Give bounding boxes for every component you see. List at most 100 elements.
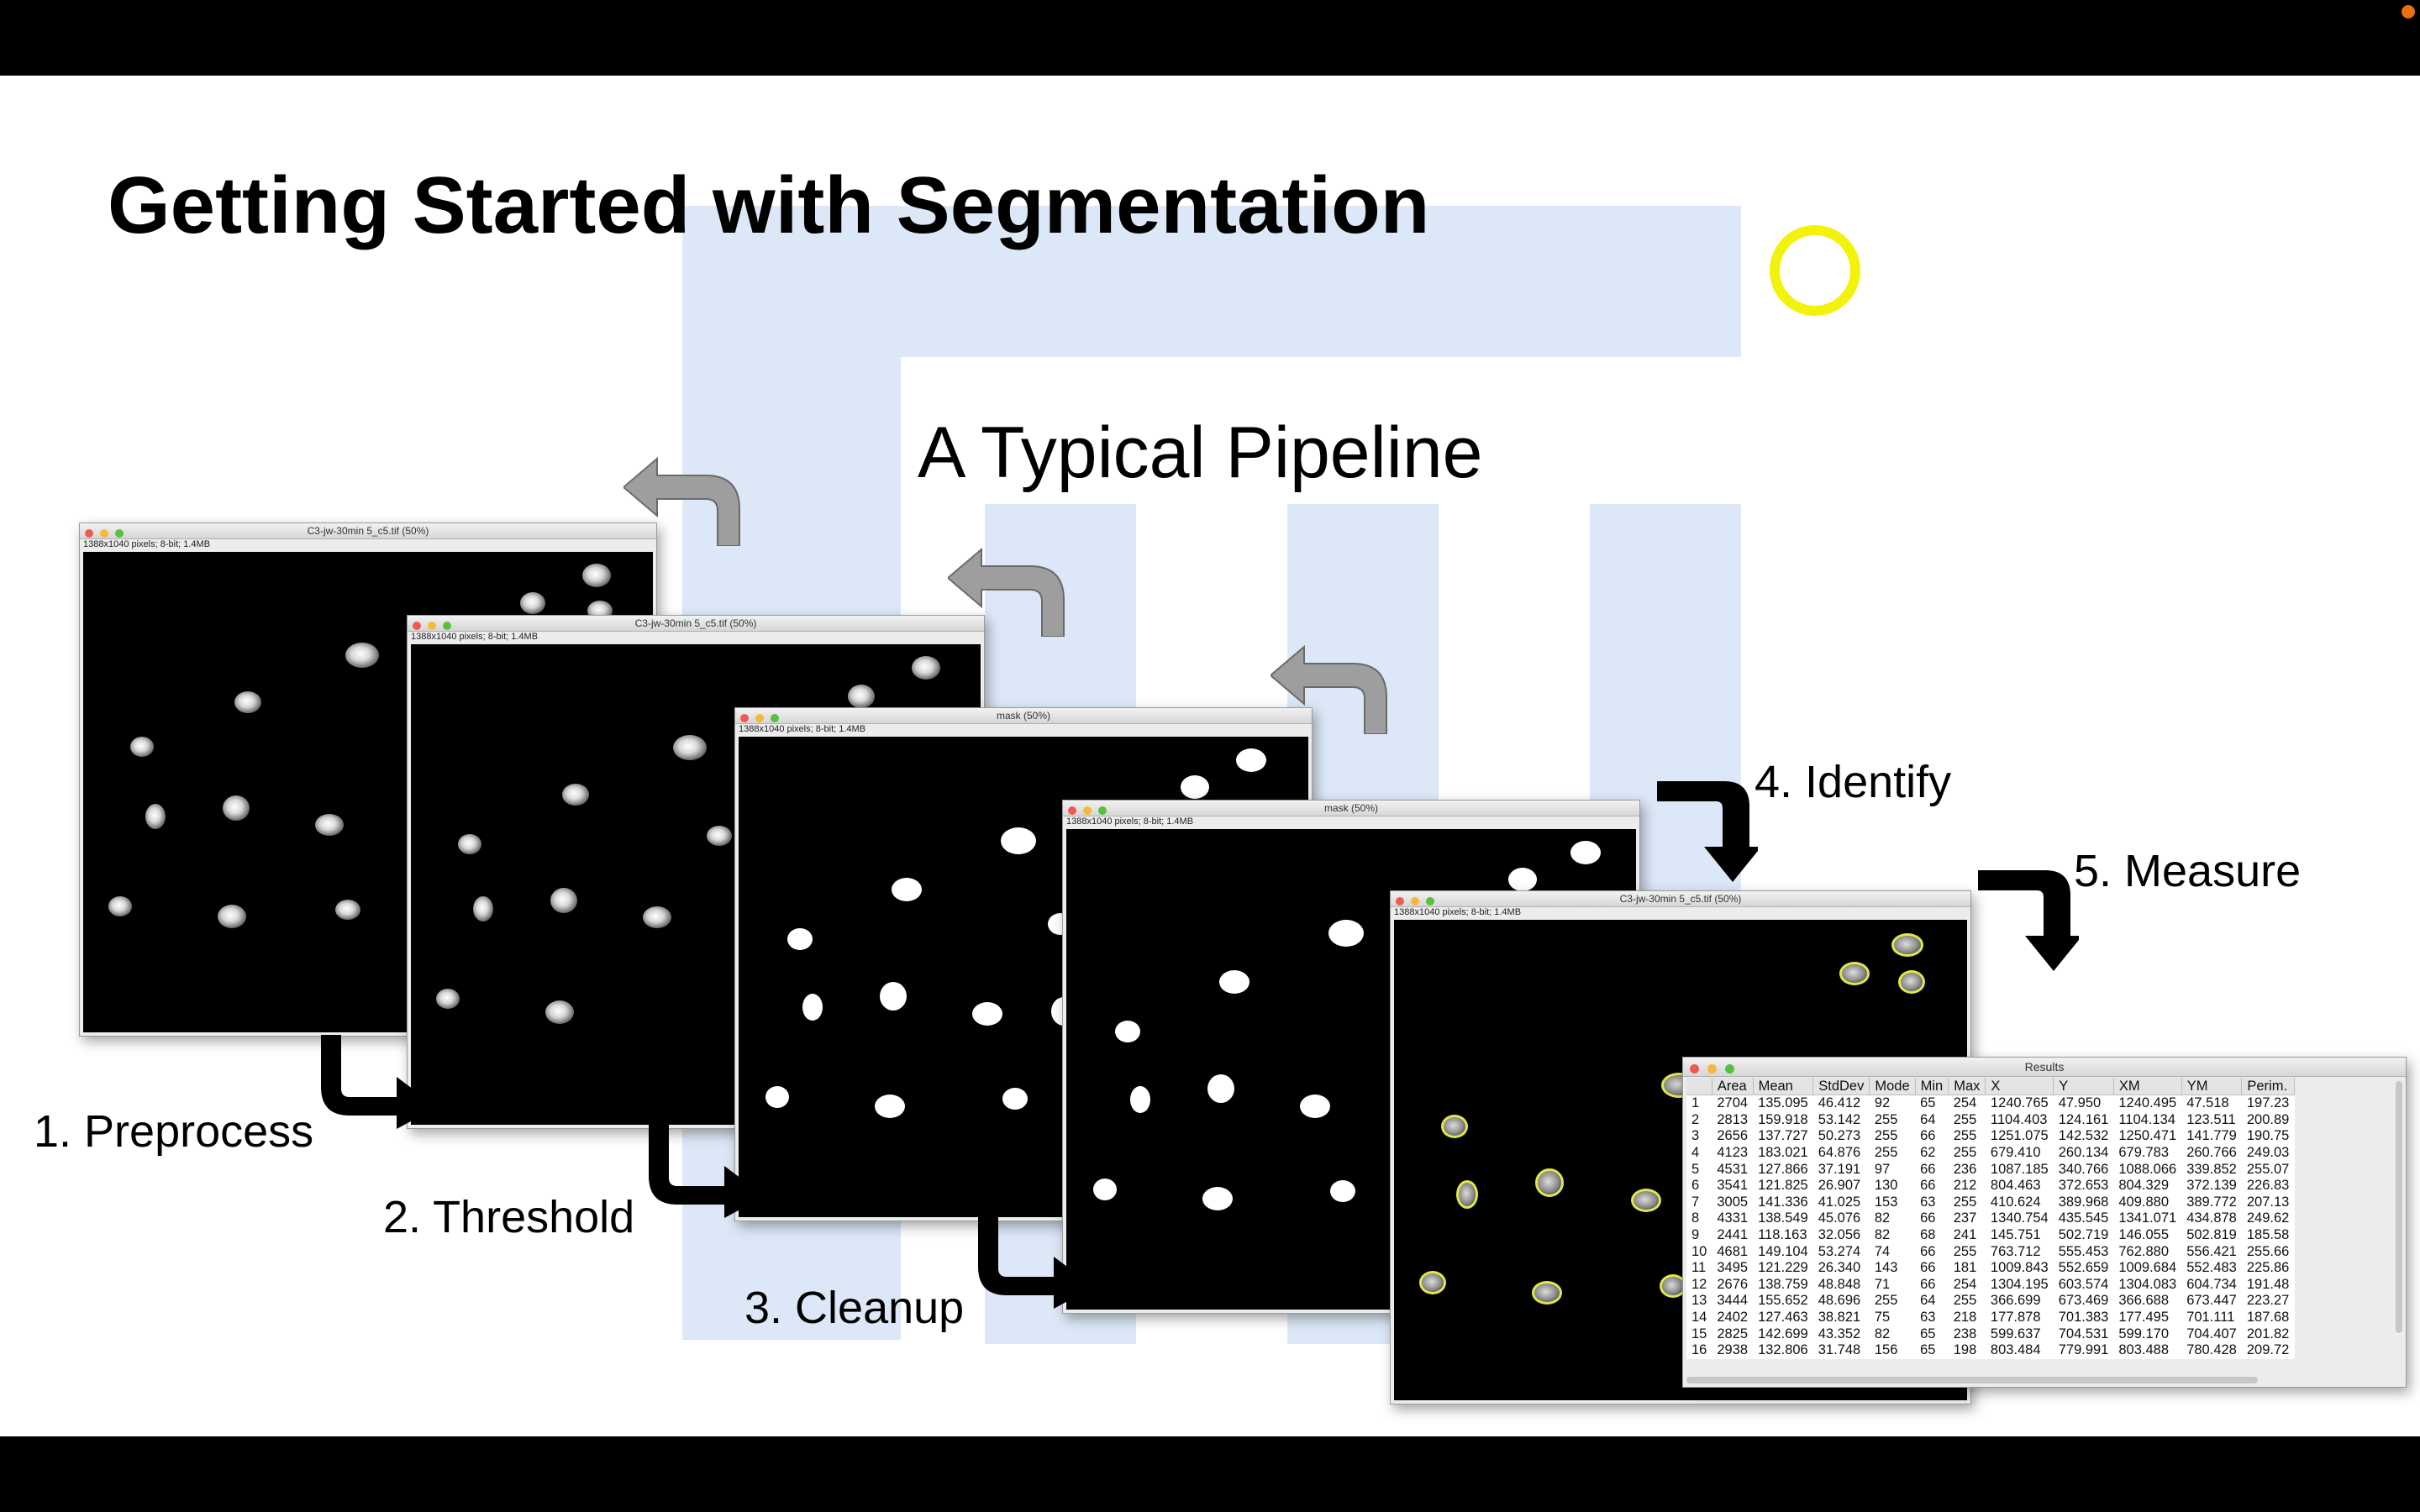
table-cell: 187.68 <box>2246 1310 2290 1326</box>
table-cell: 603.574 <box>2058 1276 2109 1292</box>
window-controls[interactable] <box>1690 1063 1743 1078</box>
slide-title: Getting Started with Segmentation <box>108 160 1430 250</box>
table-cell: 2813 <box>1717 1111 1749 1127</box>
table-cell: 255 <box>1953 1128 1977 1144</box>
column-header[interactable]: XM <box>2113 1078 2182 1095</box>
window-controls[interactable] <box>1068 804 1113 815</box>
table-cell: 177.495 <box>2118 1310 2170 1326</box>
column-header[interactable]: X <box>1985 1078 2054 1095</box>
window-controls[interactable] <box>413 619 458 630</box>
table-cell: 97 <box>1874 1161 1891 1177</box>
column-header[interactable]: Min <box>1915 1078 1949 1095</box>
column-header[interactable]: StdDev <box>1812 1078 1870 1095</box>
arrow-down-icon <box>1978 870 2079 971</box>
table-cell: 779.991 <box>2058 1342 2109 1358</box>
window-controls[interactable] <box>1396 895 1441 906</box>
table-cell: 138.549 <box>1758 1210 1808 1226</box>
table-cell: 366.688 <box>2118 1293 2170 1309</box>
table-cell: 372.139 <box>2186 1178 2237 1194</box>
horizontal-scrollbar[interactable] <box>1686 1377 2258 1383</box>
table-cell: 255 <box>1953 1194 1977 1210</box>
table-cell: 701.383 <box>2058 1310 2109 1326</box>
table-cell: 556.421 <box>2186 1243 2237 1259</box>
table-cell: 763.712 <box>1990 1243 2041 1259</box>
table-cell: 435.545 <box>2058 1210 2109 1226</box>
table-cell: 53.142 <box>1818 1111 1861 1127</box>
column-header[interactable] <box>1686 1078 1712 1095</box>
window-controls[interactable] <box>85 527 130 538</box>
roi-window-identify[interactable]: C3-jw-30min 5_c5.tif (50%) 1388x1040 pix… <box>1390 890 1971 1404</box>
arrow-forward-icon <box>649 1124 765 1218</box>
column-header[interactable]: Y <box>2053 1078 2114 1095</box>
table-cell: 82 <box>1874 1210 1891 1226</box>
table-cell: 68 <box>1920 1227 1936 1243</box>
table-cell: 241 <box>1953 1227 1977 1243</box>
table-cell: 704.407 <box>2186 1326 2237 1341</box>
table-cell: 1251.075 <box>1990 1128 2049 1144</box>
table-cell: 149.104 <box>1758 1243 1808 1259</box>
table-cell: 410.624 <box>1990 1194 2041 1210</box>
table-cell: 223.27 <box>2246 1293 2290 1309</box>
table-cell: 146.055 <box>2118 1227 2170 1243</box>
table-cell: 780.428 <box>2186 1342 2237 1358</box>
table-cell: 75 <box>1874 1310 1891 1326</box>
table-cell: 92 <box>1874 1095 1891 1111</box>
table-cell: 121.229 <box>1758 1260 1808 1276</box>
column-header[interactable]: Mode <box>1869 1078 1916 1095</box>
table-cell: 38.821 <box>1818 1310 1861 1326</box>
table-cell: 66 <box>1920 1210 1936 1226</box>
table-cell: 16 <box>1691 1342 1707 1358</box>
table-cell: 673.447 <box>2186 1293 2237 1309</box>
table-cell: 66 <box>1920 1260 1936 1276</box>
image-info: 1388x1040 pixels; 8-bit; 1.4MB <box>1394 907 1522 917</box>
table-cell: 552.659 <box>2058 1260 2109 1276</box>
table-cell: 366.699 <box>1990 1293 2041 1309</box>
image-info: 1388x1040 pixels; 8-bit; 1.4MB <box>411 632 539 642</box>
table-cell: 237 <box>1953 1210 1977 1226</box>
table-cell: 3444 <box>1717 1293 1749 1309</box>
table-cell: 4 <box>1691 1145 1700 1161</box>
arrow-forward-icon <box>978 1215 1094 1309</box>
table-cell: 3495 <box>1717 1260 1749 1276</box>
arrow-back-icon <box>948 547 1065 637</box>
table-cell: 679.783 <box>2118 1145 2170 1161</box>
arrow-back-icon <box>1270 644 1387 734</box>
table-cell: 226.83 <box>2246 1178 2290 1194</box>
column-header[interactable]: Area <box>1712 1078 1754 1095</box>
table-cell: 66 <box>1920 1128 1936 1144</box>
table-cell: 1009.843 <box>1990 1260 2049 1276</box>
table-cell: 65 <box>1920 1095 1936 1111</box>
table-cell: 1009.684 <box>2118 1260 2177 1276</box>
table-cell: 62 <box>1920 1145 1936 1161</box>
table-cell: 254 <box>1953 1276 1977 1292</box>
vertical-scrollbar[interactable] <box>2396 1081 2402 1333</box>
table-cell: 43.352 <box>1818 1326 1861 1341</box>
column-header[interactable]: Perim. <box>2241 1078 2295 1095</box>
table-cell: 66 <box>1920 1161 1936 1177</box>
window-controls[interactable] <box>740 711 786 722</box>
table-cell: 127.866 <box>1758 1161 1808 1177</box>
table-cell: 1340.754 <box>1990 1210 2049 1226</box>
column-header[interactable]: YM <box>2181 1078 2243 1095</box>
column-header[interactable]: Mean <box>1753 1078 1814 1095</box>
column-header[interactable]: Max <box>1948 1078 1986 1095</box>
